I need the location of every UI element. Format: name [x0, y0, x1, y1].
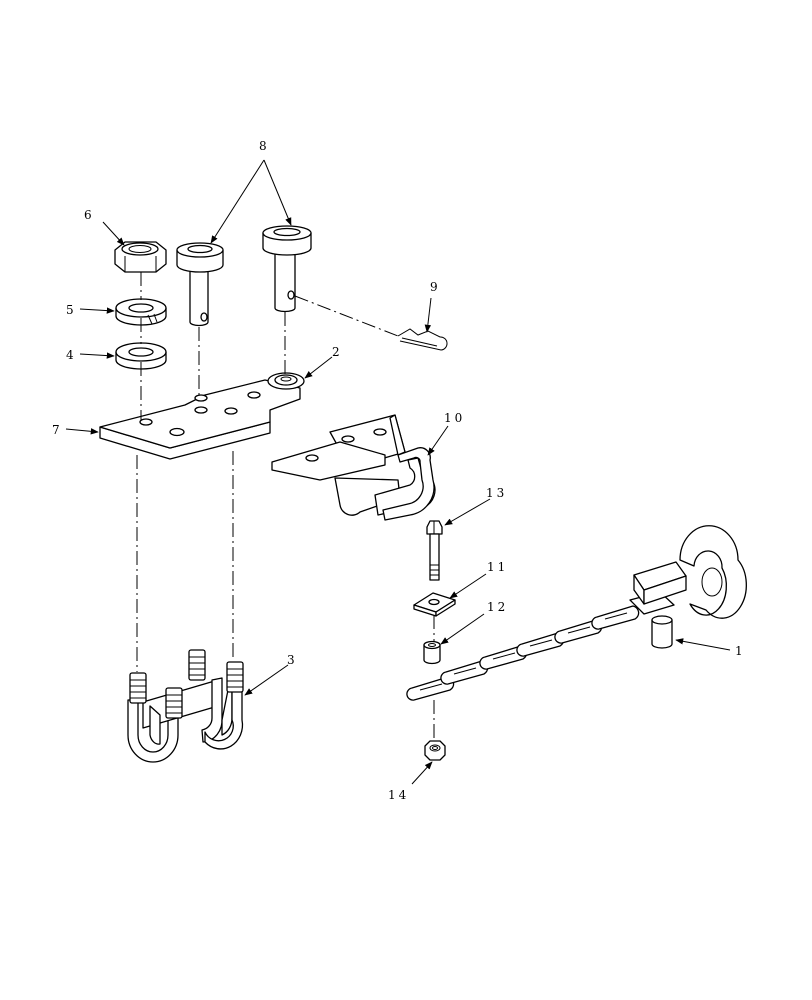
callout-12: 12 — [487, 600, 508, 614]
part-hex-nut — [114, 241, 167, 273]
callout-8: 8 — [259, 139, 270, 153]
part-mounting-plate — [99, 372, 305, 460]
callout-4: 4 — [66, 348, 77, 362]
callout-11: 11 — [487, 560, 508, 574]
callout-7: 7 — [52, 423, 63, 437]
callout-labels: 1 2 3 4 5 6 7 8 9 10 13 11 12 14 — [52, 139, 746, 802]
part-pin-right — [262, 225, 312, 313]
callout-1: 1 — [735, 644, 746, 658]
part-spacer — [423, 640, 441, 665]
part-lock-nut — [424, 740, 446, 761]
part-hair-pin-clip — [397, 328, 448, 351]
part-hook-bracket — [271, 414, 436, 521]
part-bolt — [426, 520, 443, 581]
callout-6: 6 — [84, 208, 95, 222]
part-flat-washer — [115, 342, 167, 370]
callout-3: 3 — [287, 653, 298, 667]
part-pin-left — [176, 242, 224, 327]
callout-leaders — [65, 159, 731, 785]
callout-13: 13 — [486, 486, 507, 500]
part-u-bolt-assembly — [127, 649, 244, 763]
part-chain — [406, 525, 747, 701]
callout-10: 10 — [444, 411, 465, 425]
callout-14: 14 — [388, 788, 409, 802]
assembly-center-lines — [136, 272, 435, 740]
callout-5: 5 — [66, 303, 77, 317]
callout-9: 9 — [430, 280, 441, 294]
part-square-washer — [413, 592, 456, 617]
callout-2: 2 — [332, 345, 343, 359]
